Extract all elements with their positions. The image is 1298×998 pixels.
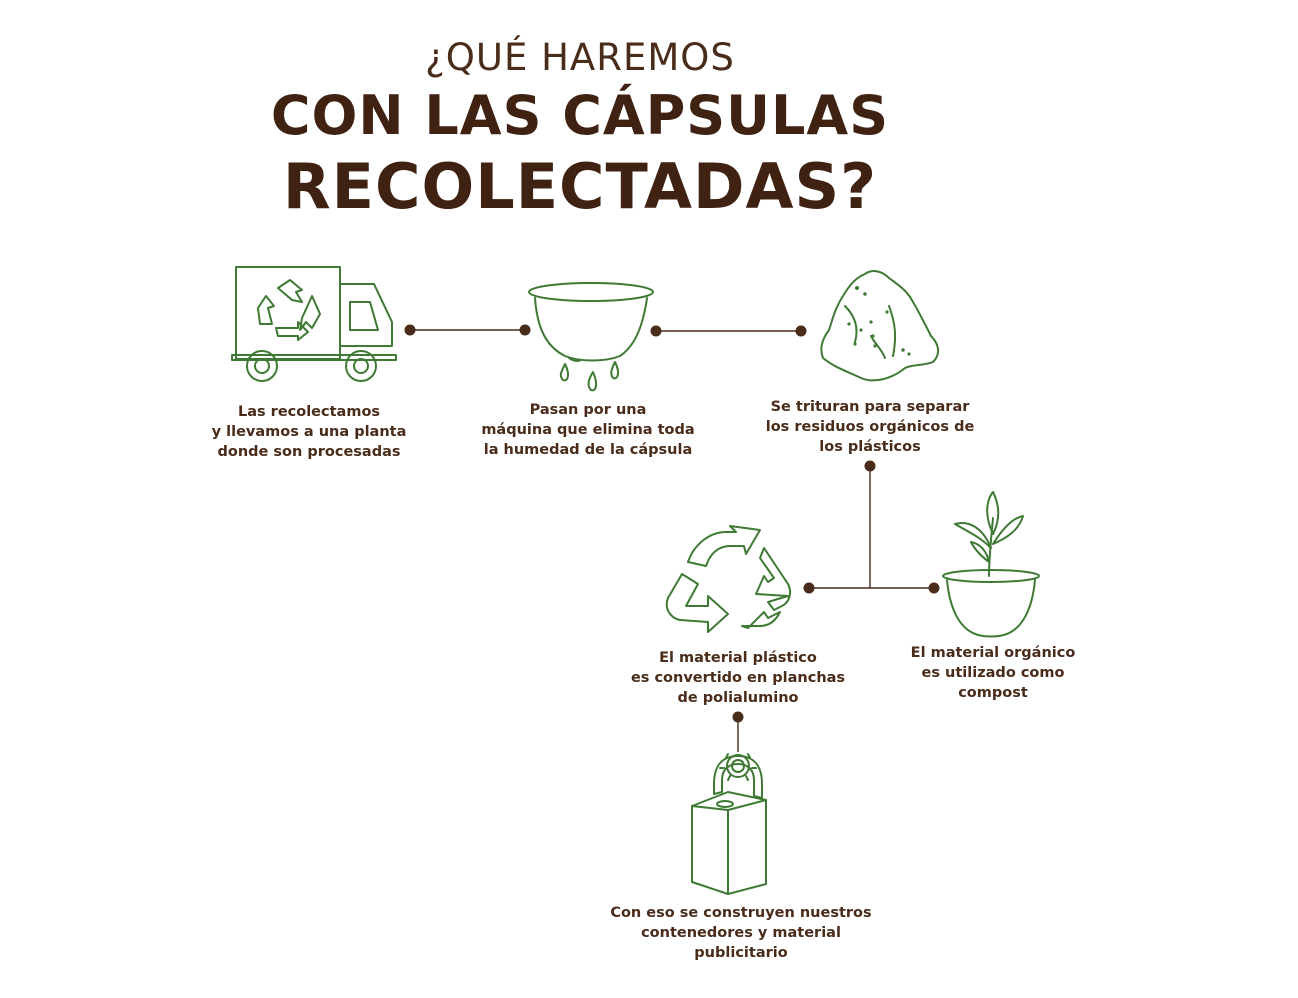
step-5-caption: El material orgánico es utilizado como c… — [883, 643, 1103, 703]
caption-line: donde son procesadas — [217, 444, 401, 460]
step-6-caption: Con eso se construyen nuestros contenedo… — [596, 903, 886, 963]
connector-dot — [864, 460, 876, 472]
caption-line: de polialumino — [677, 690, 799, 706]
caption-line: Con eso se construyen nuestros — [610, 905, 872, 921]
connector-dot — [519, 324, 531, 336]
caption-line: El material orgánico — [910, 645, 1076, 661]
caption-line: la humedad de la cápsula — [483, 442, 693, 458]
sprout-pot-icon — [942, 491, 1040, 638]
connector-dot — [803, 582, 815, 594]
step-3-caption: Se trituran para separar los residuos or… — [750, 397, 990, 457]
caption-line: publicitario — [694, 945, 788, 961]
collection-container-icon — [691, 753, 767, 895]
caption-line: El material plástico — [659, 650, 817, 666]
caption-line: es convertido en planchas — [630, 670, 846, 686]
connector-dot — [732, 711, 744, 723]
step-4-caption: El material plástico es convertido en pl… — [618, 648, 858, 708]
dripping-capsule-icon — [528, 282, 654, 392]
title-line-2: CON LAS CÁPSULAS — [270, 84, 890, 147]
caption-line: Las recolectamos — [237, 404, 381, 420]
caption-line: compost — [958, 685, 1028, 701]
connector-dot — [404, 324, 416, 336]
connector-dot — [650, 325, 662, 337]
caption-line: los residuos orgánicos de — [765, 419, 975, 435]
caption-line: es utilizado como — [921, 665, 1065, 681]
caption-line: Pasan por una — [529, 402, 647, 418]
recycling-truck-icon — [231, 266, 397, 382]
caption-line: máquina que elimina toda — [481, 422, 695, 438]
recycle-arrows-icon — [665, 525, 791, 633]
caption-line: y llevamos a una planta — [211, 424, 407, 440]
step-2-caption: Pasan por una máquina que elimina toda l… — [468, 400, 708, 460]
connector-dot — [795, 325, 807, 337]
connector-dot — [928, 582, 940, 594]
step-1-caption: Las recolectamos y llevamos a una planta… — [189, 402, 429, 462]
caption-line: contenedores y material — [641, 925, 841, 941]
caption-line: Se trituran para separar — [770, 399, 970, 415]
title-line-3: RECOLECTADAS? — [282, 150, 878, 223]
caption-line: los plásticos — [819, 439, 921, 455]
crushed-pile-icon — [820, 270, 939, 382]
title-line-1: ¿QUÉ HAREMOS — [425, 36, 735, 79]
